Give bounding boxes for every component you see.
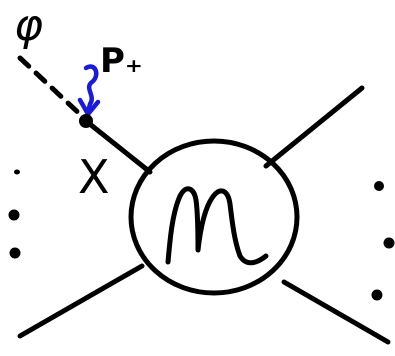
- external-leg-lower-left: [17, 263, 145, 339]
- right-ellipsis-dots: [371, 181, 395, 301]
- field-label-phi: φ: [14, 0, 43, 51]
- amplitude-blob: [128, 138, 300, 296]
- cross-mark: X: [78, 150, 110, 204]
- dashed-scalar-line: [17, 55, 87, 121]
- momentum-arrow: [77, 64, 101, 117]
- external-leg-upper-right: [263, 85, 365, 169]
- momentum-label: P₊: [100, 41, 143, 81]
- blob-label-m: [165, 186, 269, 266]
- external-leg-lower-right: [281, 279, 391, 345]
- left-ellipsis-dots: [8, 169, 21, 259]
- external-leg-upper-left: [83, 118, 153, 175]
